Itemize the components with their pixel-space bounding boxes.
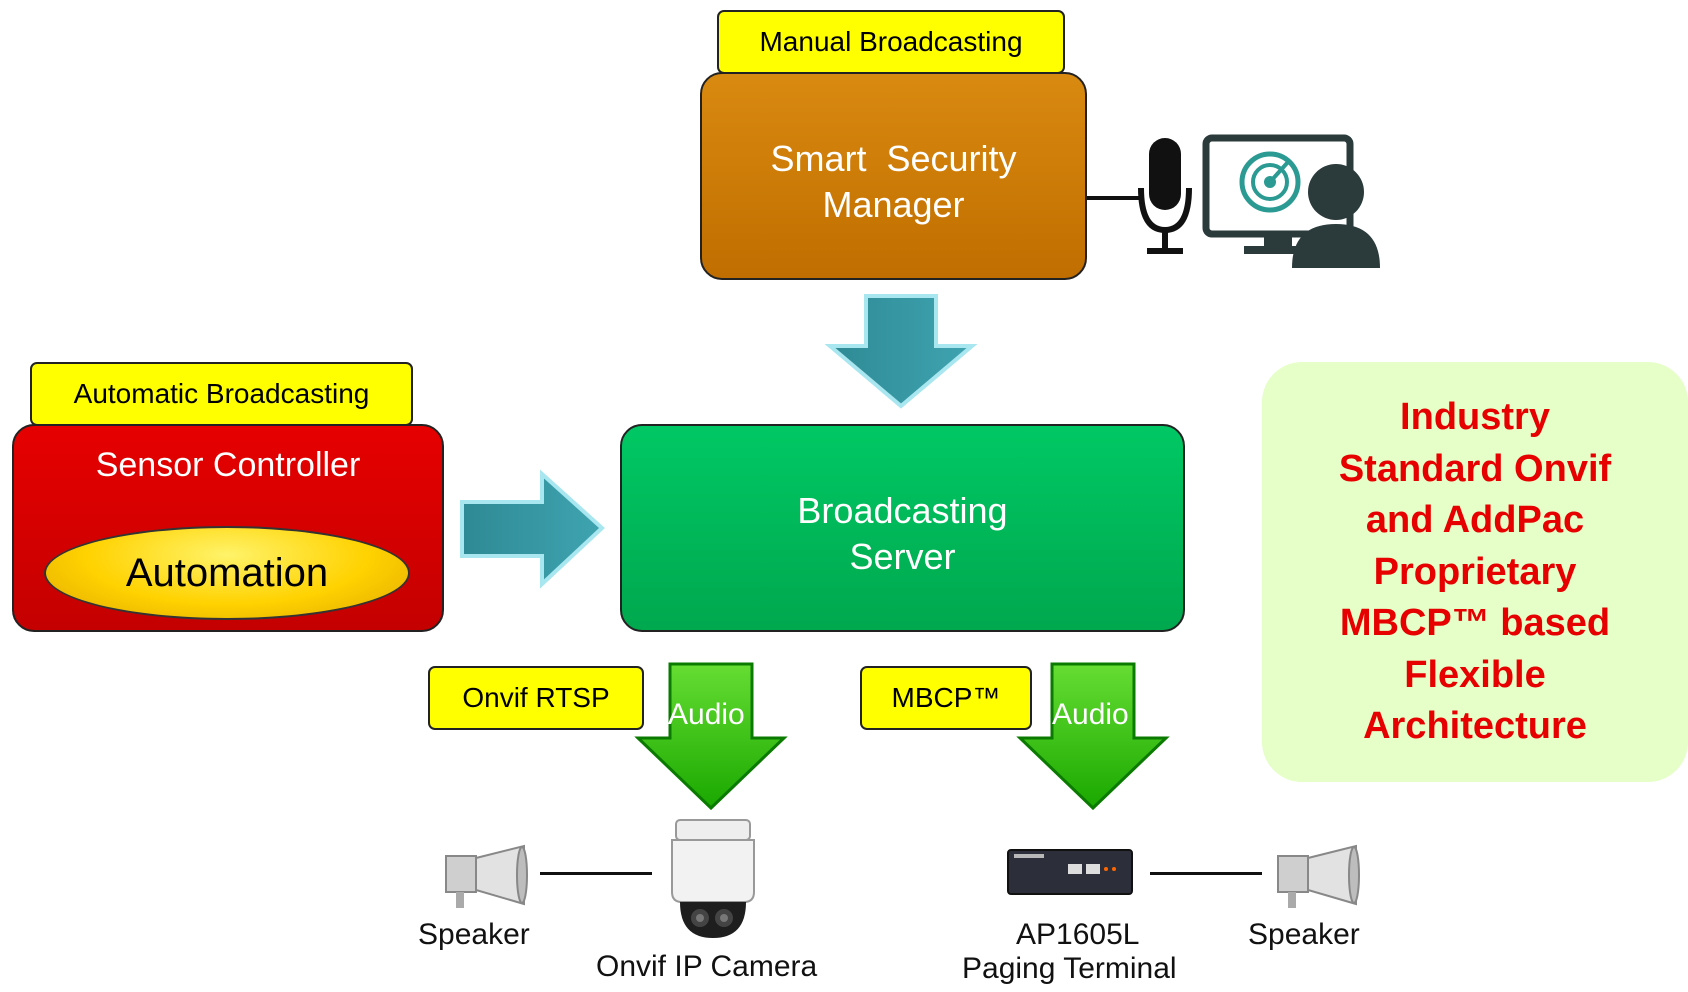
speaker-label-right: Speaker	[1248, 918, 1360, 951]
callout-line: Standard Onvif	[1338, 447, 1612, 490]
user-icon	[1292, 164, 1380, 268]
callout-line: and AddPac	[1365, 499, 1585, 541]
audio-label-right: Audio	[1052, 698, 1129, 731]
terminal-label-line1: AP1605L	[1016, 918, 1140, 951]
onvif-rtsp-tag: Onvif RTSP	[428, 666, 644, 730]
callout-line: Architecture	[1363, 705, 1587, 747]
microphone-icon	[1138, 138, 1192, 254]
automation-label: Automation	[125, 550, 329, 595]
architecture-callout: Industry Standard Onvif and AddPac Propr…	[1262, 362, 1688, 782]
manager-line1: Smart Security	[770, 138, 1017, 179]
audio-label-left: Audio	[668, 698, 745, 731]
manager-line2: Manager	[822, 184, 965, 225]
camera-label: Onvif IP Camera	[596, 950, 818, 983]
server-line2: Server	[849, 536, 956, 577]
callout-line: MBCP™ based	[1339, 602, 1611, 644]
speaker-icon	[445, 844, 528, 908]
speaker-icon-right	[1277, 844, 1360, 908]
callout-line: Flexible	[1404, 653, 1546, 696]
ip-camera-icon	[671, 819, 755, 938]
manager-to-server-arrow	[824, 294, 978, 409]
automation-ellipse: Automation	[44, 526, 410, 620]
callout-line: Industry	[1400, 396, 1550, 438]
callout-text: Industry Standard Onvif and AddPac Propr…	[1262, 392, 1688, 753]
speaker-camera-line	[540, 872, 652, 875]
paging-terminal-icon	[1007, 849, 1133, 895]
smart-security-manager-box: Smart Security Manager	[700, 72, 1087, 280]
audio-arrow-right	[1016, 662, 1170, 811]
automatic-broadcasting-tag: Automatic Broadcasting	[30, 362, 413, 426]
sensor-controller-title: Sensor Controller	[95, 446, 361, 484]
callout-line: Proprietary	[1373, 550, 1577, 593]
terminal-label-line2: Paging Terminal	[962, 952, 1177, 985]
manual-broadcasting-tag: Manual Broadcasting	[717, 10, 1065, 74]
broadcasting-server-box: Broadcasting Server	[620, 424, 1185, 632]
sensor-to-server-arrow	[460, 469, 605, 589]
mbcp-tag: MBCP™	[860, 666, 1032, 730]
manager-mic-connector	[1087, 196, 1142, 200]
server-line1: Broadcasting	[797, 490, 1008, 531]
speaker-label-left: Speaker	[418, 918, 530, 951]
audio-arrow-left	[634, 662, 788, 811]
terminal-speaker-line	[1150, 872, 1262, 875]
